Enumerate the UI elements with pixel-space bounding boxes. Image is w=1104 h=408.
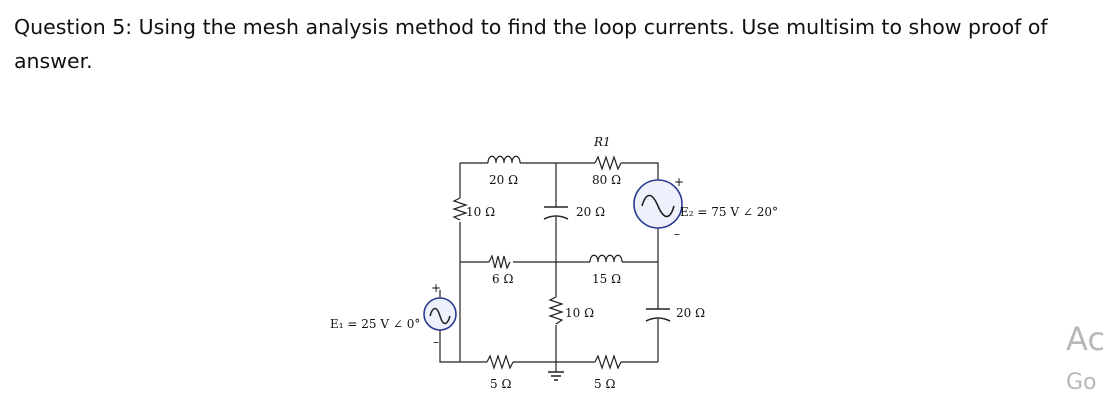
- resistor-left-vertical: [452, 197, 468, 221]
- label-e1: E₁ = 25 V ∠ 0°: [330, 317, 420, 331]
- watermark-line-1: Ac: [1066, 320, 1104, 358]
- label-r1-value: 80 Ω: [592, 173, 621, 187]
- resistor-6-ohm: [488, 254, 511, 270]
- label-resistor-6-ohm: 6 Ω: [492, 272, 513, 286]
- label-resistor-center-vertical: 10 Ω: [565, 306, 594, 320]
- e1-plus-sign: +: [431, 281, 441, 295]
- e1-minus-sign: –: [433, 335, 439, 349]
- resistor-r1: [594, 155, 622, 171]
- resistor-center-vertical: [548, 296, 564, 325]
- watermark-line-2: Go: [1066, 370, 1097, 395]
- label-inductor-15-ohm: 15 Ω: [592, 272, 621, 286]
- capacitor-top-mid: [543, 206, 569, 220]
- resistor-bottom-right: [594, 354, 622, 370]
- label-capacitor-top-mid: 20 Ω: [576, 205, 605, 219]
- e2-minus-sign: –: [674, 227, 680, 241]
- label-resistor-bottom-right: 5 Ω: [594, 377, 615, 391]
- label-capacitor-right: 20 Ω: [676, 306, 705, 320]
- capacitor-right: [645, 308, 671, 322]
- resistor-bottom-left: [486, 354, 514, 370]
- source-e1: [423, 297, 457, 331]
- inductor-15-ohm: [589, 254, 623, 263]
- label-resistor-left-vertical: 10 Ω: [466, 205, 495, 219]
- label-r1-name: R1: [593, 135, 611, 149]
- label-inductor-top-left: 20 Ω: [489, 173, 518, 187]
- label-e2: E₂ = 75 V ∠ 20°: [680, 205, 778, 219]
- e2-plus-sign: +: [674, 175, 684, 189]
- source-e2: [633, 179, 683, 229]
- label-resistor-bottom-left: 5 Ω: [490, 377, 511, 391]
- ground-icon: [548, 371, 564, 381]
- question-text: Question 5: Using the mesh analysis meth…: [14, 15, 1048, 73]
- circuit-wires: [439, 162, 659, 372]
- inductor-top-left: [487, 155, 521, 164]
